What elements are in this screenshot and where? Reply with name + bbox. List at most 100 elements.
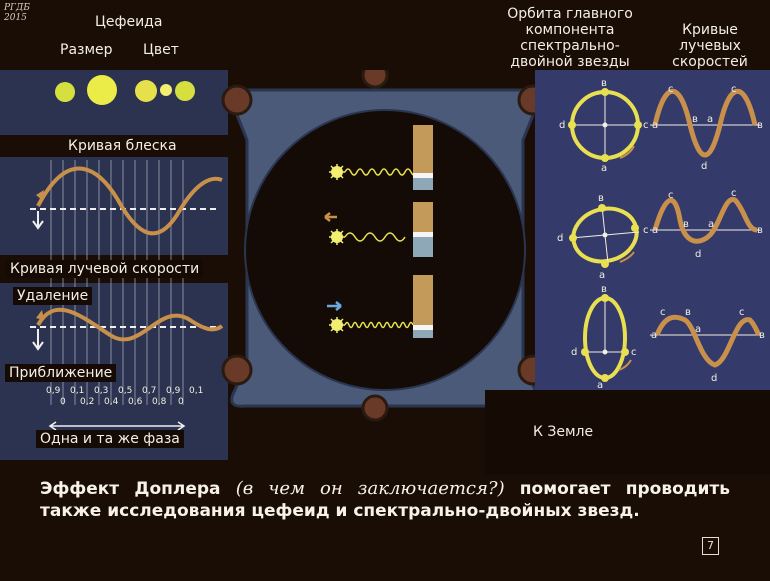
- rv-curve-label: Кривая лучевой скорости: [6, 260, 204, 278]
- color-label: Цвет: [143, 42, 179, 58]
- orbit-title: Орбита главного компонента спектрально- …: [500, 6, 640, 70]
- page-number: 7: [702, 537, 719, 555]
- viewing-circle: [244, 109, 526, 391]
- rv-curves-line-1: Кривые: [682, 22, 738, 38]
- svg-text:а: а: [652, 120, 658, 131]
- earth-box: [485, 390, 770, 475]
- size-label: Размер: [60, 42, 113, 58]
- caption: Эффект Доплера (в чем он заключается?) п…: [40, 478, 730, 522]
- svg-text:с: с: [643, 225, 649, 236]
- rv-curves-line-3: скоростей: [672, 54, 748, 70]
- scroll-knob-bl: [221, 354, 253, 386]
- phase-top-5: 0,9: [166, 386, 181, 396]
- svg-text:в: в: [598, 193, 604, 204]
- recession-label: Удаление: [13, 287, 93, 305]
- caption-part1: Эффект Доплера: [40, 479, 236, 499]
- svg-text:с: с: [731, 188, 737, 199]
- svg-text:а: а: [599, 270, 605, 281]
- svg-text:с: с: [739, 307, 745, 318]
- o1-d: d: [559, 120, 565, 131]
- approach-label: Приближение: [5, 364, 117, 382]
- star-color-yellow: [135, 80, 157, 102]
- svg-text:d: d: [701, 161, 707, 172]
- doppler-row-neutral: [329, 125, 433, 190]
- rv-curves-line-2: лучевых: [679, 38, 741, 54]
- rv-curves-title: Кривые лучевых скоростей: [660, 22, 760, 70]
- large-star-circle: [87, 75, 117, 105]
- phase-top-2: 0,3: [94, 386, 109, 396]
- orbit-elliptical: в а d с: [557, 193, 649, 281]
- phase-bottom-0: 0: [60, 397, 66, 407]
- rv-curve-2: а с в а d с в: [650, 188, 763, 260]
- light-curve-label: Кривая блеска: [68, 138, 177, 154]
- rv-curve-3: а с в а d с в: [650, 307, 765, 384]
- small-star-circle: [55, 82, 75, 102]
- o1-b: в: [601, 78, 607, 89]
- watermark: РГДБ 2015: [4, 3, 30, 23]
- doppler-scroll-frame: [221, 70, 549, 422]
- svg-text:а: а: [651, 330, 657, 341]
- svg-text:а: а: [652, 225, 658, 236]
- same-phase-arrow: [48, 421, 186, 431]
- watermark-year: 2015: [4, 13, 27, 23]
- binary-orbits-diagram: в а d с а с в а d с в в а d с а с: [557, 78, 765, 390]
- scroll-knob-tl: [221, 84, 253, 116]
- star-color-yellow-2: [175, 81, 195, 101]
- rv-down-arrow: [32, 329, 44, 351]
- rv-curve-arrow: [36, 310, 44, 320]
- svg-text:с: с: [668, 190, 674, 201]
- svg-text:а: а: [708, 219, 714, 230]
- svg-text:d: d: [711, 373, 717, 384]
- cepheid-star-sizes: [55, 75, 195, 105]
- rv-curve-1: а с в а d с в: [650, 84, 763, 172]
- orbit-circular: в а d с: [559, 78, 649, 174]
- strip-light: [0, 135, 228, 157]
- to-earth-label: К Земле: [533, 424, 594, 440]
- svg-text:а: а: [597, 380, 603, 390]
- phase-top-6: 0,1: [189, 386, 204, 396]
- scroll-knob-top: [361, 70, 389, 89]
- phase-top-0: 0,9: [46, 386, 61, 396]
- o1-c: с: [643, 120, 649, 131]
- cepheid-title: Цефеида: [95, 14, 163, 30]
- o1-a: а: [601, 163, 607, 174]
- orbit-title-line-4: двойной звезды: [510, 54, 630, 70]
- phase-bottom-4: 0,8: [152, 397, 167, 407]
- svg-text:в: в: [757, 225, 763, 236]
- svg-text:d: d: [571, 347, 577, 358]
- svg-text:в: в: [757, 120, 763, 131]
- light-curve: [36, 166, 223, 236]
- svg-text:d: d: [557, 233, 563, 244]
- phase-top-4: 0,7: [142, 386, 157, 396]
- svg-text:а: а: [695, 324, 701, 335]
- phase-bottom-3: 0,6: [128, 397, 143, 407]
- watermark-org: РГДБ: [4, 3, 30, 13]
- svg-text:с: с: [668, 84, 674, 95]
- svg-text:с: с: [731, 84, 737, 95]
- phase-bottom-2: 0,4: [104, 397, 119, 407]
- rv-curve: [36, 307, 224, 342]
- orbit-vertical-ellipse: в а d с: [571, 284, 637, 390]
- svg-text:в: в: [601, 284, 607, 295]
- svg-text:в: в: [759, 330, 765, 341]
- caption-part3: помогает проводить также исследования це…: [40, 479, 731, 521]
- phase-bottom-1: 0,2: [80, 397, 95, 407]
- svg-text:в: в: [683, 219, 689, 230]
- svg-text:а: а: [707, 114, 713, 125]
- svg-text:с: с: [631, 347, 637, 358]
- orbit-title-line-2: компонента: [525, 22, 615, 38]
- light-down-arrow: [32, 211, 44, 230]
- doppler-row-approaching: [327, 275, 433, 338]
- svg-text:в: в: [692, 114, 698, 125]
- light-curve-arrow: [36, 190, 44, 200]
- star-color-white: [160, 84, 172, 96]
- orbit-title-line-1: Орбита главного: [507, 6, 633, 22]
- svg-text:с: с: [660, 307, 666, 318]
- doppler-row-receding: [324, 202, 433, 257]
- orbit-title-line-3: спектрально-: [520, 38, 620, 54]
- caption-question: (в чем он заключается?): [235, 478, 505, 499]
- same-phase-label: Одна и та же фаза: [36, 430, 184, 448]
- svg-text:d: d: [695, 249, 701, 260]
- phase-bottom-5: 0: [178, 397, 184, 407]
- svg-text:в: в: [685, 307, 691, 318]
